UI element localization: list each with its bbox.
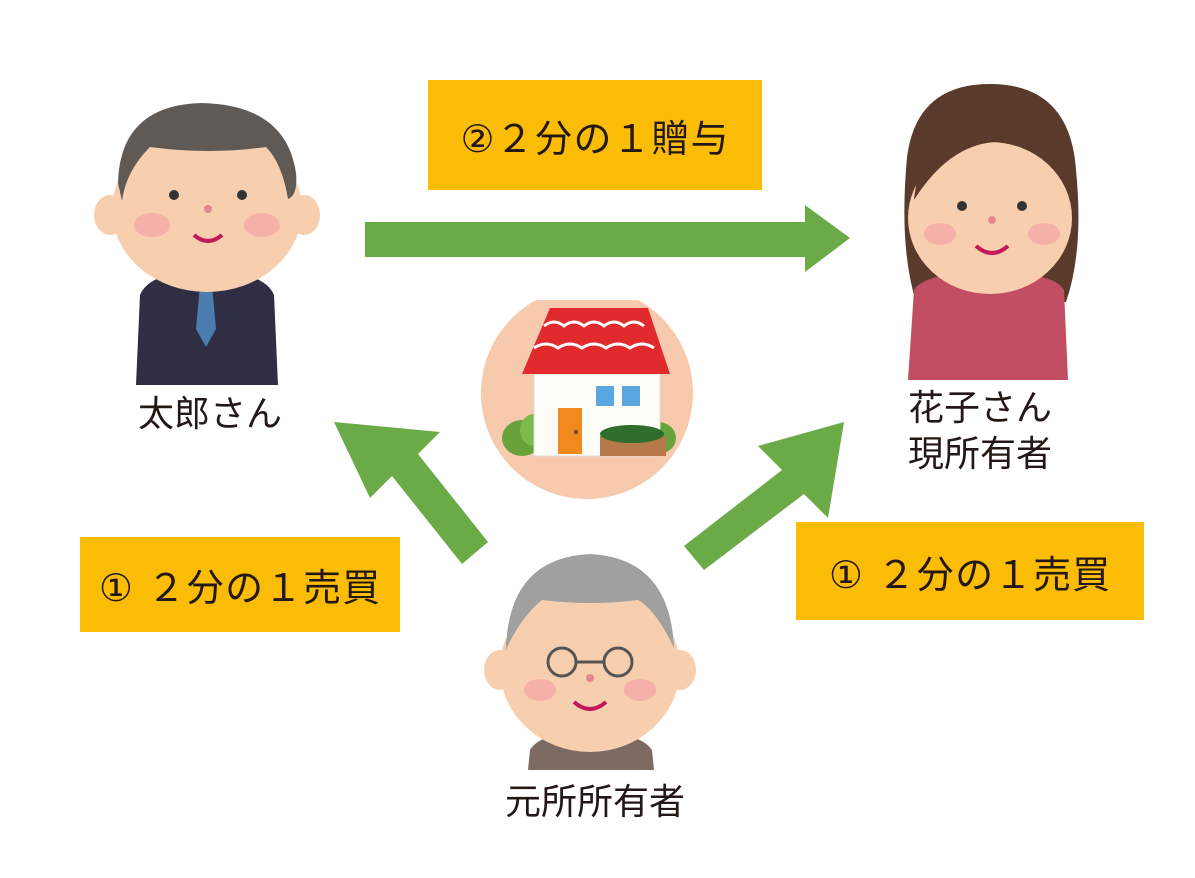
gift-label: ②２分の１贈与: [460, 116, 730, 161]
arrow-right: [365, 205, 850, 272]
sale-right-label: ① ２分の１売買: [828, 552, 1112, 597]
gift-label-box: ②２分の１贈与: [428, 80, 762, 190]
sale-left-label: ① ２分の１売買: [98, 566, 382, 610]
former-owner-name: 元所所有者: [504, 782, 685, 823]
hanako-icon: [904, 84, 1079, 380]
arrow-up-left: [334, 422, 488, 564]
taro-name: 太郎さん: [137, 394, 282, 435]
former-owner-icon: [484, 554, 696, 770]
house-icon: [481, 300, 693, 499]
arrow-up-right: [684, 422, 844, 570]
hanako-label: 花子さん 現所有者: [880, 386, 1080, 478]
hanako-role: 現所有者: [907, 434, 1052, 475]
taro-label: 太郎さん: [120, 392, 300, 438]
taro-icon: [94, 103, 320, 385]
former-owner-label: 元所所有者: [485, 780, 705, 826]
hanako-name: 花子さん: [907, 388, 1052, 429]
sale-left-label-box: ① ２分の１売買: [80, 537, 400, 632]
sale-right-label-box: ① ２分の１売買: [796, 522, 1144, 620]
